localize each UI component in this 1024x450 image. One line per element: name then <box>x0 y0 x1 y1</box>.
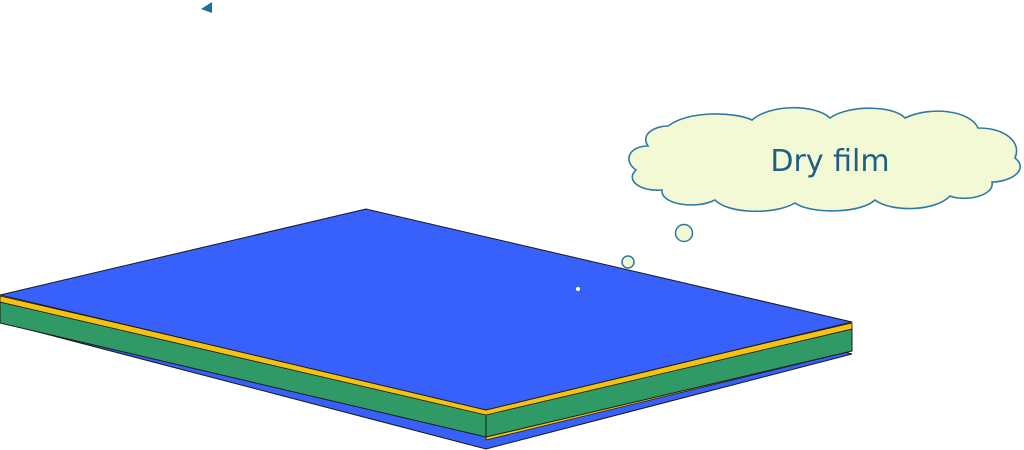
callout-anchor-dot <box>575 286 581 292</box>
thought-bubble-small <box>621 255 635 269</box>
callout-label: Dry film <box>770 144 889 179</box>
thought-cloud-icon <box>628 106 1022 213</box>
thought-bubble-medium <box>674 223 694 243</box>
triangle-marker-icon <box>201 2 212 13</box>
top-film-layer <box>0 208 853 411</box>
